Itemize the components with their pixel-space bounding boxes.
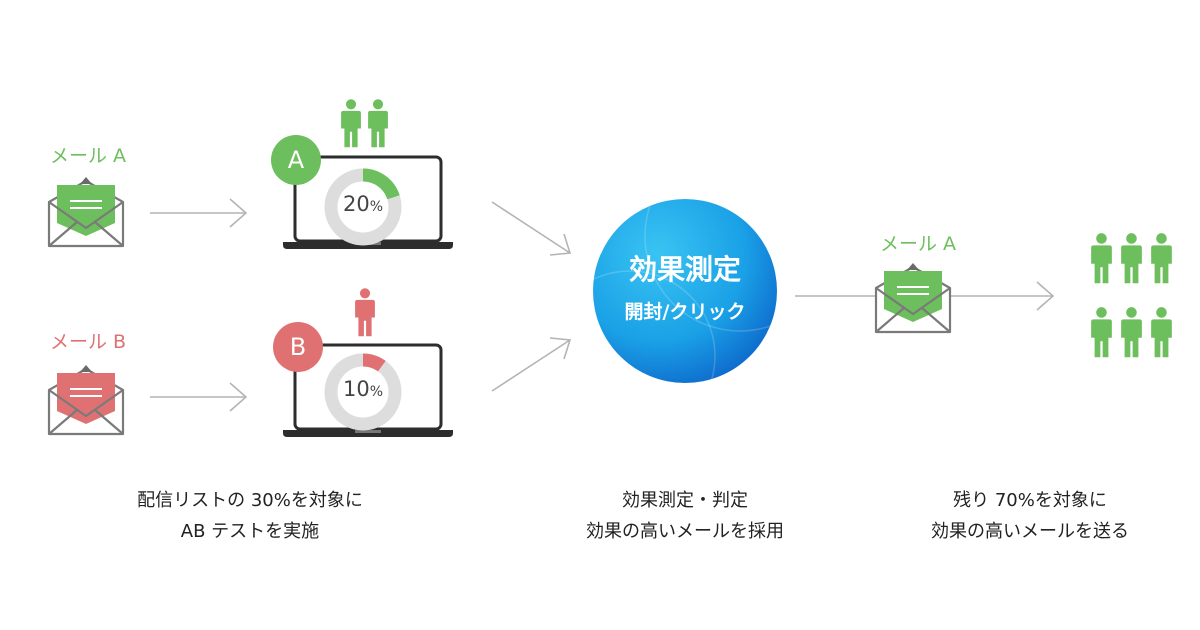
caption-step1: 配信リストの 30%を対象に AB テストを実施 bbox=[60, 485, 440, 547]
arrow-a-to-measure-icon bbox=[491, 201, 572, 256]
people-result bbox=[1090, 232, 1190, 358]
badge-a-letter: A bbox=[287, 146, 305, 174]
mail-b-label: メール B bbox=[50, 331, 127, 353]
result-mail-envelope-icon bbox=[873, 258, 953, 338]
caption-step2-line2: 効果の高いメールを採用 bbox=[586, 521, 784, 542]
percent-a-value: 20 bbox=[342, 192, 370, 216]
percent-b-unit: % bbox=[369, 384, 384, 400]
person-icon bbox=[340, 98, 362, 148]
percent-b: 10% bbox=[323, 377, 403, 401]
arrow-mail-a-to-laptop-icon bbox=[150, 198, 248, 228]
caption-step1-line1: 配信リストの 30%を対象に bbox=[137, 490, 363, 511]
people-a bbox=[340, 98, 389, 148]
person-icon bbox=[1150, 232, 1173, 284]
measure-subtitle: 開封/クリック bbox=[624, 301, 746, 323]
person-icon bbox=[1120, 306, 1143, 358]
caption-step2-line1: 効果測定・判定 bbox=[622, 490, 748, 511]
caption-step3-line2: 効果の高いメールを送る bbox=[931, 521, 1129, 542]
person-icon bbox=[1120, 232, 1143, 284]
caption-step2: 効果測定・判定 効果の高いメールを採用 bbox=[520, 485, 850, 547]
people-b bbox=[354, 287, 376, 337]
person-icon bbox=[1090, 306, 1113, 358]
badge-b-letter: B bbox=[289, 333, 307, 361]
donut-b-icon bbox=[324, 353, 402, 431]
arrow-mail-b-to-laptop-icon bbox=[150, 382, 248, 412]
person-icon bbox=[367, 98, 389, 148]
caption-step1-line2: AB テストを実施 bbox=[180, 521, 320, 542]
measure-title: 効果測定 bbox=[628, 253, 741, 286]
result-mail-label: メール A bbox=[880, 233, 957, 255]
badge-a: A bbox=[271, 135, 321, 185]
person-icon bbox=[354, 287, 376, 337]
mail-a-label: メール A bbox=[50, 145, 127, 167]
person-icon bbox=[1150, 306, 1173, 358]
percent-a-unit: % bbox=[369, 199, 384, 215]
arrow-b-to-measure-icon bbox=[491, 337, 572, 392]
percent-b-value: 10 bbox=[342, 377, 370, 401]
badge-b: B bbox=[273, 322, 323, 372]
measure-circle-icon bbox=[593, 199, 777, 383]
person-icon bbox=[1090, 232, 1113, 284]
donut-a-icon bbox=[324, 168, 402, 246]
mail-b-envelope-icon bbox=[46, 360, 126, 440]
mail-a-envelope-icon bbox=[46, 172, 126, 252]
percent-a: 20% bbox=[323, 192, 403, 216]
caption-step3-line1: 残り 70%を対象に bbox=[953, 490, 1107, 511]
caption-step3: 残り 70%を対象に 効果の高いメールを送る bbox=[880, 485, 1180, 547]
